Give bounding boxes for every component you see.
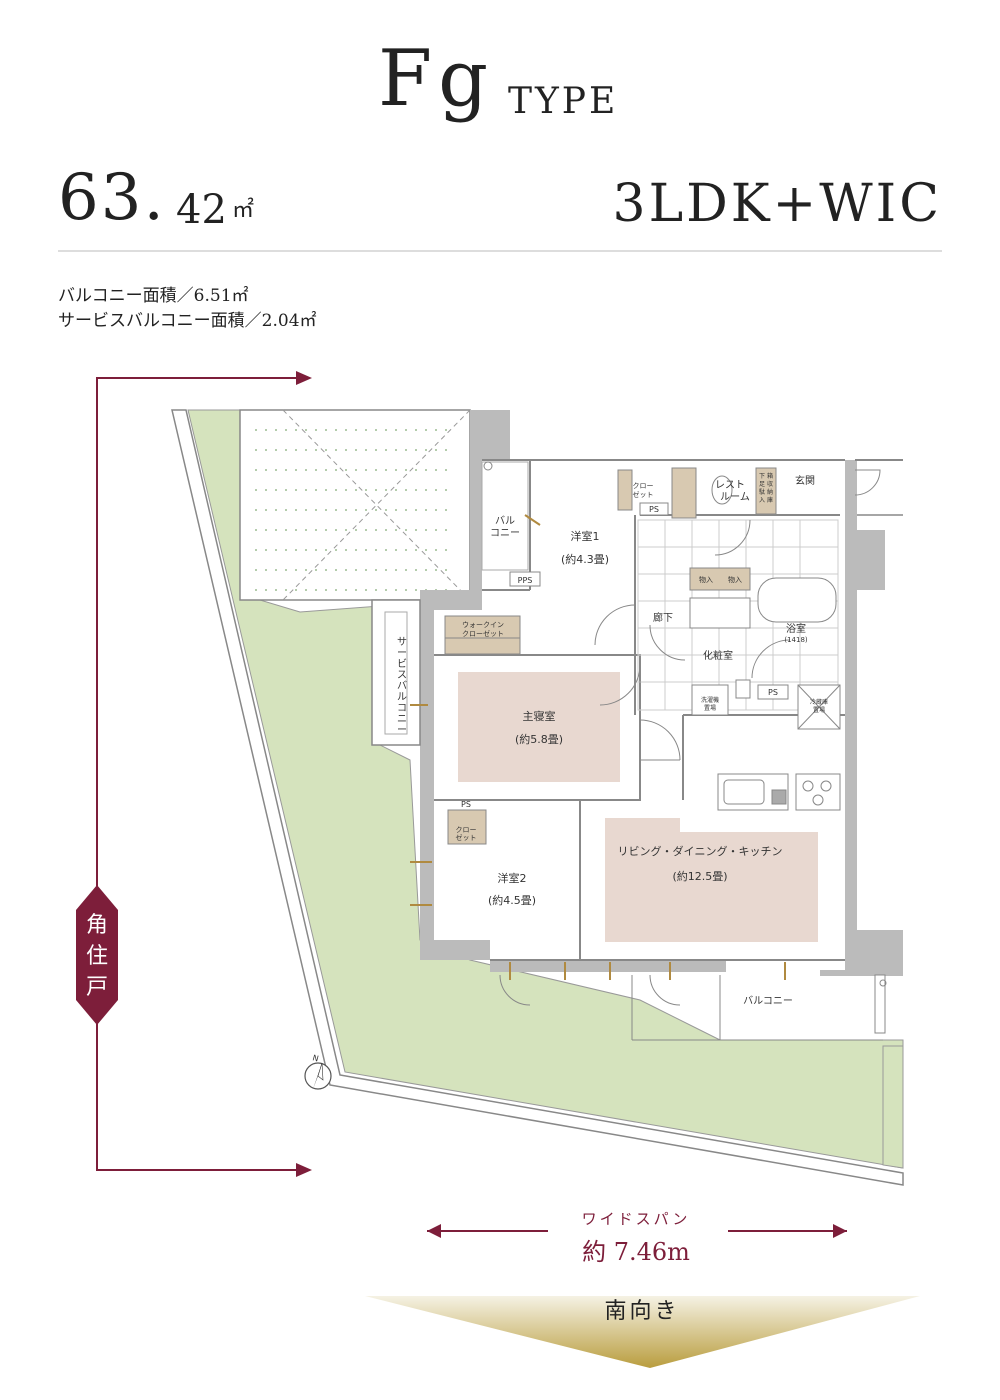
corner-badge-char: 角 — [86, 913, 108, 938]
vertical-labels: クロー ゼット 下 足 駄 入 箱 収 納 庫 — [633, 472, 774, 504]
shoe-storage-label: 収 — [767, 481, 773, 488]
master-bedroom-label: 主寝室 — [523, 709, 556, 723]
orientation-label: 南向き — [604, 1299, 680, 1324]
wide-span-caption: ワイドスパン — [581, 1210, 691, 1228]
shoe-storage-label: 足 — [759, 481, 765, 488]
wide-span-arrows — [427, 1224, 847, 1238]
wide-span-value: 約 7.46m — [582, 1238, 690, 1266]
area-unit: ㎡ — [232, 198, 255, 223]
service-balcony-char: コ — [397, 703, 407, 714]
western-2-label: 洋室2 — [498, 871, 527, 885]
closet-2-label: クロー — [456, 826, 477, 834]
service-balcony-char: ス — [397, 670, 407, 681]
corner-unit-badge: 角 住 戸 — [76, 885, 118, 1025]
header-divider — [58, 250, 942, 252]
corner-badge-char: 戸 — [86, 975, 108, 1000]
room-fills — [458, 672, 818, 942]
compass-icon: N — [304, 1053, 332, 1090]
area-decimal: 42 — [176, 187, 227, 233]
shoe-storage-label: 箱 — [767, 472, 773, 480]
storage-1-label: 物入 — [699, 575, 713, 584]
washer-space-label: 置場 — [704, 704, 716, 712]
ldk-fill — [605, 818, 818, 942]
type-name: Fg — [378, 34, 495, 124]
layout-type: 3LDK+WIC — [612, 174, 942, 234]
compass-north-label: N — [311, 1053, 319, 1063]
service-balcony-vertical-label: サ ー ビ ス バ ル コ ニ ー — [397, 636, 407, 736]
walk-in-closet-label: クローゼット — [462, 629, 504, 638]
fixtures — [444, 467, 841, 845]
pps-label: PPS — [518, 576, 533, 585]
washer-space-label: 洗濯機 — [701, 696, 719, 704]
ldk-label: リビング・ダイニング・キッチン — [618, 844, 783, 858]
area-integer: 63. — [58, 161, 166, 235]
fridge-space-label: 置場 — [813, 706, 825, 714]
balcony-area: バルコニー面積／6.51㎡ — [58, 286, 249, 306]
bathroom-label: 浴室 — [786, 622, 806, 635]
ps-label: PS — [461, 800, 471, 809]
service-balcony-area: サービスバルコニー面積／2.04㎡ — [58, 311, 317, 331]
master-bedroom-fill — [458, 672, 620, 782]
service-balcony-char: ビ — [397, 658, 407, 670]
shoe-storage-label: 下 — [759, 473, 765, 480]
storage-2-label: 物入 — [728, 575, 742, 584]
fridge-space-label: 冷蔵庫 — [810, 698, 828, 706]
window-marks — [410, 514, 786, 980]
hallway-label: 廊下 — [653, 611, 673, 624]
closet-small-label: クロー — [633, 482, 654, 490]
entrance-label: 玄関 — [795, 474, 815, 487]
building-walls — [420, 410, 903, 976]
powder-room-label: 化粧室 — [703, 649, 733, 662]
restroom-label: ルーム — [720, 491, 750, 503]
shoe-storage-label: 駄 — [759, 488, 765, 496]
closet-small-label: ゼット — [633, 490, 654, 499]
corner-badge-char: 住 — [86, 944, 108, 969]
western-1-label: 洋室1 — [571, 529, 600, 543]
service-balcony-char: サ — [397, 636, 407, 648]
western-2-size: (約4.5畳) — [488, 893, 536, 907]
closet-2-label: ゼット — [456, 833, 477, 842]
bathroom-size: (1418) — [784, 636, 808, 644]
balcony-small-label: バル — [495, 515, 515, 527]
western-1-size: (約4.3畳) — [561, 552, 609, 566]
room-labels: バル コニー PPS 洋室1 (約4.3畳) PS レスト ルーム 玄関 ウォー… — [456, 474, 829, 1007]
ps-label: PS — [649, 505, 659, 514]
ps-label: PS — [768, 688, 778, 697]
small-balcony — [481, 461, 541, 587]
shoe-storage-label: 納 — [767, 488, 773, 496]
type-suffix: TYPE — [508, 81, 619, 122]
service-balcony-char: バ — [397, 680, 407, 692]
service-balcony-char: ル — [397, 692, 407, 703]
master-bedroom-size: (約5.8畳) — [515, 732, 563, 746]
service-balcony — [371, 599, 421, 746]
planting-area — [239, 409, 471, 601]
corner-bracket — [96, 371, 312, 1177]
service-balcony-char: ニ — [397, 714, 407, 725]
service-balcony-char: ー — [397, 725, 407, 736]
door-swings — [499, 469, 881, 1006]
ldk-size: (約12.5畳) — [672, 869, 727, 883]
shoe-storage-label: 入 — [759, 497, 765, 504]
balcony-main-label: バルコニー — [743, 995, 793, 1007]
service-balcony-char: ー — [397, 648, 407, 659]
walk-in-closet-label: ウォークイン — [462, 621, 504, 629]
main-balcony — [631, 974, 887, 1041]
restroom-label: レスト — [715, 480, 745, 491]
shoe-storage-label: 庫 — [767, 496, 773, 504]
balcony-small-label: コニー — [490, 528, 520, 539]
south-orientation-arrow — [365, 1296, 920, 1368]
